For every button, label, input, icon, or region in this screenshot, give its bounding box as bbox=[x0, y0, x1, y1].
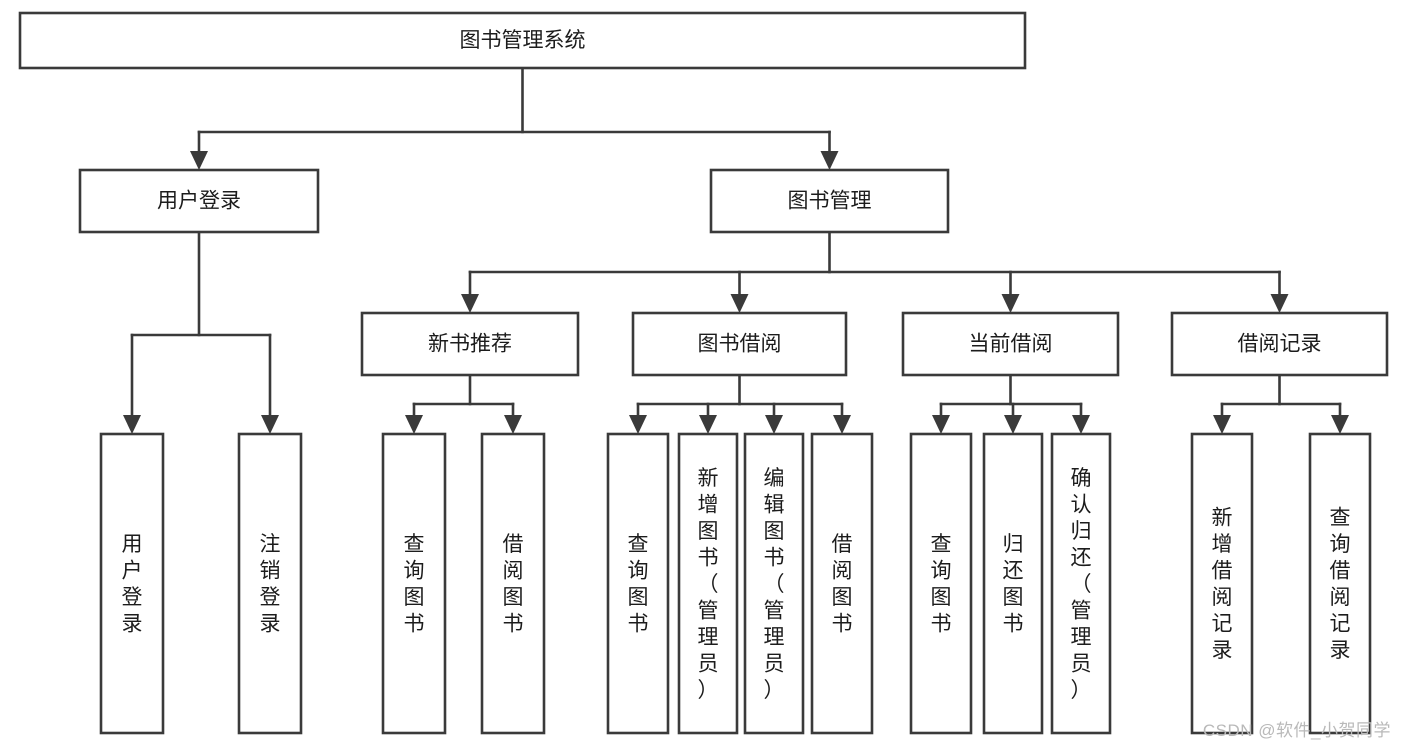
connector-book-manage-arrow-2 bbox=[1001, 294, 1020, 313]
level2-node-label-1: 图书管理 bbox=[788, 190, 872, 213]
leaf-node-label-6: 编辑图书（管理员） bbox=[764, 467, 785, 702]
level3-node-2: 当前借阅 bbox=[901, 311, 1120, 377]
leaf-node-box-6[interactable] bbox=[743, 432, 805, 735]
connector-book-manage-arrow-1 bbox=[730, 294, 749, 313]
leaf-node-box-4[interactable] bbox=[606, 432, 670, 735]
connector-borrow-arrow-0 bbox=[629, 415, 647, 434]
level3-node-3: 借阅记录 bbox=[1170, 311, 1389, 377]
level2-node-box-1[interactable] bbox=[709, 168, 950, 234]
leaf-node-label-5: 新增图书（管理员） bbox=[698, 467, 719, 702]
leaf-node-box-0[interactable] bbox=[99, 432, 165, 735]
leaf-node-12: 查询借阅记录 bbox=[1308, 432, 1372, 735]
level3-node-label-0: 新书推荐 bbox=[428, 333, 512, 356]
leaf-node-box-12[interactable] bbox=[1308, 432, 1372, 735]
leaf-node-box-10[interactable] bbox=[1050, 432, 1112, 735]
connector-new-book-arrow-1 bbox=[504, 415, 522, 434]
leaf-node-4: 查询图书 bbox=[606, 432, 670, 735]
leaf-node-label-10: 确认归还（管理员） bbox=[1071, 467, 1092, 702]
connector-current-arrow-1 bbox=[1004, 415, 1022, 434]
leaf-node-5: 新增图书（管理员） bbox=[677, 432, 739, 735]
leaf-node-1: 注销登录 bbox=[237, 432, 303, 735]
leaf-node-label-11: 新增借阅记录 bbox=[1212, 507, 1233, 663]
connector-root-arrow-1 bbox=[820, 151, 839, 170]
leaf-node-label-7: 借阅图书 bbox=[832, 533, 853, 636]
leaf-node-label-1: 注销登录 bbox=[260, 533, 281, 636]
leaf-node-7: 借阅图书 bbox=[810, 432, 874, 735]
level2-node-box-0[interactable] bbox=[78, 168, 320, 234]
leaf-node-6: 编辑图书（管理员） bbox=[743, 432, 805, 735]
leaf-node-label-9: 归还图书 bbox=[1003, 533, 1024, 636]
leaf-node-3: 借阅图书 bbox=[480, 432, 546, 735]
level3-node-1: 图书借阅 bbox=[631, 311, 848, 377]
connector-book-manage-arrow-0 bbox=[461, 294, 479, 313]
level3-node-label-3: 借阅记录 bbox=[1238, 333, 1322, 356]
level3-node-box-0[interactable] bbox=[360, 311, 580, 377]
level3-node-label-1: 图书借阅 bbox=[698, 333, 782, 356]
connector-current-arrow-0 bbox=[932, 415, 950, 434]
leaf-node-11: 新增借阅记录 bbox=[1190, 432, 1254, 735]
leaf-node-box-7[interactable] bbox=[810, 432, 874, 735]
leaf-node-label-4: 查询图书 bbox=[628, 533, 649, 636]
connector-user-login-arrow-1 bbox=[261, 415, 279, 434]
level2-node-0: 用户登录 bbox=[78, 168, 320, 234]
root-node-box-0[interactable] bbox=[18, 11, 1027, 70]
leaf-node-8: 查询图书 bbox=[909, 432, 973, 735]
connector-current-arrow-2 bbox=[1072, 415, 1090, 434]
leaf-node-label-8: 查询图书 bbox=[931, 533, 952, 636]
level3-node-0: 新书推荐 bbox=[360, 311, 580, 377]
leaf-node-label-2: 查询图书 bbox=[404, 533, 425, 636]
connector-book-manage-arrow-3 bbox=[1270, 294, 1289, 313]
connector-borrow-arrow-1 bbox=[699, 415, 717, 434]
level3-node-box-1[interactable] bbox=[631, 311, 848, 377]
connector-new-book-arrow-0 bbox=[405, 415, 423, 434]
connector-user-login-arrow-0 bbox=[123, 415, 141, 434]
connector-root-arrow-0 bbox=[190, 151, 208, 170]
level3-node-box-2[interactable] bbox=[901, 311, 1120, 377]
leaf-node-0: 用户登录 bbox=[99, 432, 165, 735]
leaf-node-box-2[interactable] bbox=[381, 432, 447, 735]
leaf-node-10: 确认归还（管理员） bbox=[1050, 432, 1112, 735]
leaf-node-2: 查询图书 bbox=[381, 432, 447, 735]
root-node-0: 图书管理系统 bbox=[18, 11, 1027, 70]
leaf-node-box-5[interactable] bbox=[677, 432, 739, 735]
level3-node-box-3[interactable] bbox=[1170, 311, 1389, 377]
root-node-label-0: 图书管理系统 bbox=[460, 29, 586, 52]
level3-node-label-2: 当前借阅 bbox=[969, 333, 1053, 356]
leaf-node-9: 归还图书 bbox=[982, 432, 1044, 735]
leaf-node-label-0: 用户登录 bbox=[122, 533, 143, 636]
leaf-node-box-1[interactable] bbox=[237, 432, 303, 735]
connector-borrow-arrow-3 bbox=[833, 415, 851, 434]
leaf-node-box-9[interactable] bbox=[982, 432, 1044, 735]
connector-record-arrow-1 bbox=[1331, 415, 1349, 434]
leaf-node-label-3: 借阅图书 bbox=[503, 533, 524, 636]
leaf-node-box-11[interactable] bbox=[1190, 432, 1254, 735]
leaf-node-box-8[interactable] bbox=[909, 432, 973, 735]
level2-node-1: 图书管理 bbox=[709, 168, 950, 234]
leaf-node-label-12: 查询借阅记录 bbox=[1330, 507, 1351, 663]
connector-borrow-arrow-2 bbox=[765, 415, 783, 434]
leaf-node-box-3[interactable] bbox=[480, 432, 546, 735]
level2-node-label-0: 用户登录 bbox=[157, 190, 241, 213]
connector-record-arrow-0 bbox=[1213, 415, 1231, 434]
